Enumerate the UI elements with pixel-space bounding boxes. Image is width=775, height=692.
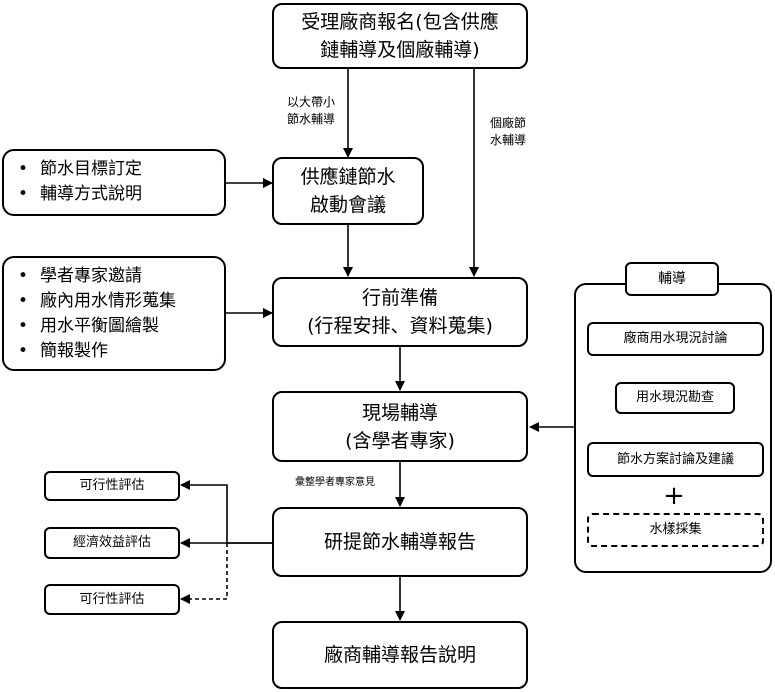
onsite-line-2: (含學者專家) [345,429,455,452]
report-output-label: 經濟效益評估 [72,535,151,550]
edge-label-supply-chain: 以大帶小 節水輔導 [276,94,346,128]
report-output-label: 可行性評估 [79,478,145,493]
panel-step-label: 節水方案討論及建議 [616,451,734,467]
panel-step-label: 水樣採集 [649,522,702,537]
panel-step-label: 用水現況勘查 [635,390,714,405]
kickoff-note-item: 輔導方式說明 [18,182,224,207]
edge-label-individual-line-2: 水輔導 [489,133,526,147]
feasibility-assessment-box-2: 可行性評估 [44,584,180,615]
registration-line-1: 受理廠商報名(包含供應 [301,11,499,33]
report-output-label: 可行性評估 [79,591,145,607]
panel-step-solution-discussion: 節水方案討論及建議 [587,442,764,477]
edge-label-supply-line-2: 節水輔導 [286,112,335,126]
guidance-panel-title: 輔導 [625,262,719,296]
kickoff-line-2: 啟動會議 [309,194,386,216]
kickoff-notes-list: 節水目標訂定 輔導方式說明 [18,157,224,207]
panel-step-usage-discussion: 廠商用水現況討論 [587,322,764,356]
panel-step-site-survey: 用水現況勘查 [615,382,735,414]
final-explanation-box: 廠商輔導報告說明 [272,621,528,689]
preparation-notes-list: 學者專家邀請 廠內用水情形蒐集 用水平衡圖繪製 簡報製作 [18,264,224,364]
economic-benefit-box: 經濟效益評估 [44,527,180,559]
plus-sign: + [663,481,685,511]
registration-line-2: 鏈輔導及個廠輔導) [320,39,480,61]
edge-label-opinions: 彙整學者專家意見 [295,477,375,488]
preparation-line-1: 行前準備 [361,287,438,309]
preparation-note-item: 用水平衡圖繪製 [18,314,224,339]
edge-label-individual-line-1: 個廠節 [489,116,526,130]
edge-label-supply-line-1: 以大帶小 [286,95,335,109]
feasibility-assessment-box: 可行性評估 [44,471,180,501]
kickoff-notes-box: 節水目標訂定 輔導方式說明 [2,149,226,216]
preparation-note-item: 廠內用水情形蒐集 [18,289,224,314]
preparation-note-item: 學者專家邀請 [18,264,224,289]
onsite-guidance-box: 現場輔導 (含學者專家) [272,391,528,462]
edge-label-individual: 個廠節 水輔導 [478,115,538,149]
panel-step-label: 廠商用水現況討論 [623,331,728,346]
kickoff-note-item: 節水目標訂定 [18,157,224,182]
report-label: 研提節水輔導報告 [323,531,476,553]
arrow-report-to-feasibility-1 [180,480,272,544]
guidance-panel-title-label: 輔導 [658,271,686,287]
final-label: 廠商輔導報告說明 [323,644,476,666]
kickoff-meeting-box: 供應鏈節水 啟動會議 [272,157,424,225]
arrow-report-to-feasibility-2 [180,543,228,604]
panel-step-water-sampling: 水樣採集 [587,513,764,547]
report-box: 研提節水輔導報告 [272,507,528,577]
preparation-box: 行前準備 (行程安排、資料蒐集) [272,277,528,347]
preparation-note-item: 簡報製作 [18,339,224,364]
preparation-notes-box: 學者專家邀請 廠內用水情形蒐集 用水平衡圖繪製 簡報製作 [2,256,226,371]
registration-box: 受理廠商報名(包含供應 鏈輔導及個廠輔導) [272,3,528,69]
onsite-line-1: 現場輔導 [361,401,438,424]
kickoff-line-1: 供應鏈節水 [300,166,396,188]
preparation-line-2: (行程安排、資料蒐集) [307,315,493,337]
